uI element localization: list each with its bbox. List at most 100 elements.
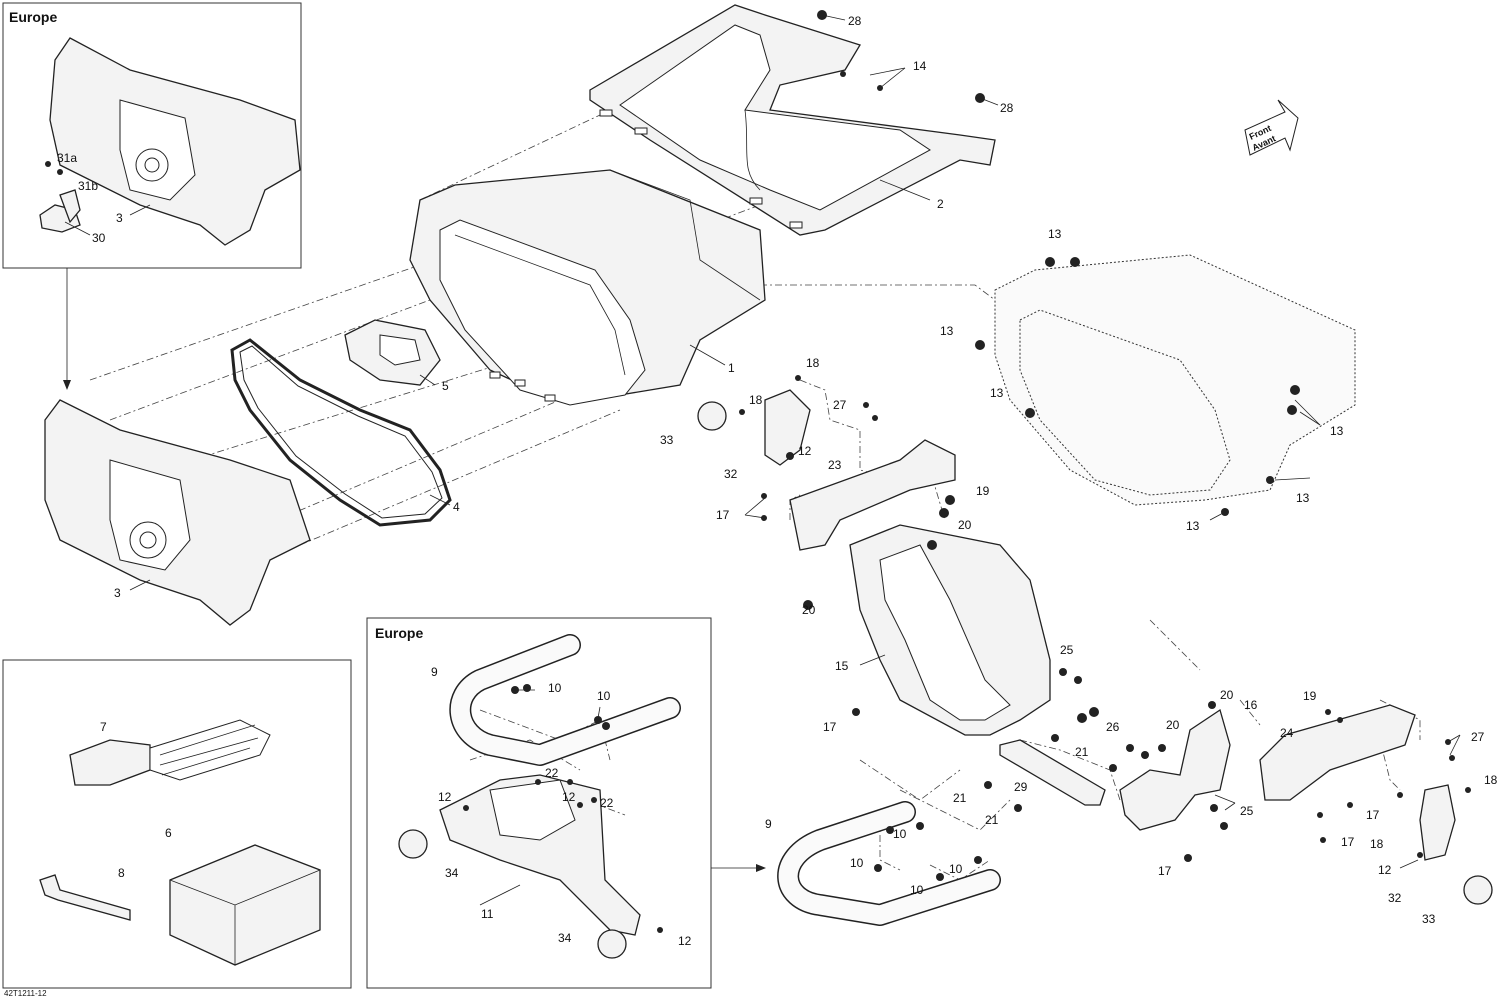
crossbar-23-part [789, 439, 956, 551]
callout-10: 10 [850, 856, 864, 870]
case-6-part [169, 844, 321, 966]
callout-18: 18 [749, 393, 763, 407]
arrows [63, 268, 766, 872]
callout-29: 29 [1014, 780, 1028, 794]
callout-28: 28 [848, 14, 862, 28]
callout-9: 9 [431, 665, 438, 679]
callout-23: 23 [828, 458, 842, 472]
callout-24: 24 [1280, 726, 1294, 740]
callout-21: 21 [953, 791, 967, 805]
callout-28: 28 [1000, 101, 1014, 115]
callout-31b: 31b [78, 179, 98, 193]
fasteners [45, 10, 1471, 933]
callout-4: 4 [453, 500, 460, 514]
mount-15-part [849, 524, 1051, 736]
callout-10: 10 [548, 681, 562, 695]
wrench-8-part [39, 874, 131, 921]
callout-18: 18 [1370, 837, 1384, 851]
storage-box-ghost [994, 254, 1356, 506]
europe-inset-bottom-frame [366, 617, 712, 989]
callout-9: 9 [765, 817, 772, 831]
callout-19: 19 [1303, 689, 1317, 703]
callout-13: 13 [1048, 227, 1062, 241]
europe-inset-top-title: Europe [9, 9, 57, 25]
callout-3: 3 [116, 211, 123, 225]
front-direction-arrow: Front Avant [1244, 99, 1299, 156]
seal-part [230, 338, 452, 527]
callout-25: 25 [1060, 643, 1074, 657]
plate-11-part [398, 774, 641, 959]
callout-19: 19 [976, 484, 990, 498]
crossbar-24-part [1259, 704, 1416, 801]
callout-26: 26 [1106, 720, 1120, 734]
callout-21: 21 [985, 813, 999, 827]
callout-10: 10 [597, 689, 611, 703]
callout-13: 13 [1186, 519, 1200, 533]
callout-20: 20 [1166, 718, 1180, 732]
callout-2: 2 [937, 197, 944, 211]
callout-32: 32 [1388, 891, 1402, 905]
front-cover-europe-part [39, 37, 301, 246]
callout-25: 25 [1240, 804, 1254, 818]
callout-33: 33 [660, 433, 674, 447]
callout-34: 34 [445, 866, 459, 880]
callout-33: 33 [1422, 912, 1436, 926]
accessory-inset-frame [2, 659, 352, 989]
top-tray-part [589, 4, 996, 236]
callout-12: 12 [678, 934, 692, 948]
cap-33-part [697, 401, 1493, 905]
callout-8: 8 [118, 866, 125, 880]
callout-13: 13 [1330, 424, 1344, 438]
callout-12: 12 [438, 790, 452, 804]
callout-10: 10 [949, 862, 963, 876]
callout-17: 17 [1158, 864, 1172, 878]
callout-16: 16 [1244, 698, 1258, 712]
callout-10: 10 [893, 827, 907, 841]
callout-17: 17 [1341, 835, 1355, 849]
europe-inset-top-frame [2, 2, 302, 269]
bracket-16-part [1119, 708, 1231, 831]
callout-31a: 31a [57, 151, 77, 165]
front-cover-part [44, 399, 311, 626]
callout-13: 13 [990, 386, 1004, 400]
callout-17: 17 [823, 720, 837, 734]
callout-6: 6 [165, 826, 172, 840]
callout-1: 1 [728, 361, 735, 375]
callout-11: 11 [481, 907, 494, 921]
callout-3: 3 [114, 586, 121, 600]
callout-12: 12 [798, 444, 812, 458]
callout-34: 34 [558, 931, 572, 945]
callout-10: 10 [910, 883, 924, 897]
callout-30: 30 [92, 231, 106, 245]
callout-32: 32 [724, 467, 738, 481]
callout-27: 27 [1471, 730, 1485, 744]
grab-bar-main-part [777, 801, 1001, 926]
callout-13: 13 [940, 324, 954, 338]
callout-20: 20 [802, 603, 816, 617]
callout-14: 14 [913, 59, 927, 73]
callout-17: 17 [716, 508, 730, 522]
callout-7: 7 [100, 720, 107, 734]
callout-12: 12 [562, 790, 576, 804]
callout-12: 12 [1378, 863, 1392, 877]
callout-21: 21 [1075, 745, 1089, 759]
latch-part [344, 319, 441, 386]
callout-5: 5 [442, 379, 449, 393]
callout-22: 22 [600, 796, 614, 810]
callout-17: 17 [1366, 808, 1380, 822]
callout-18: 18 [1484, 773, 1498, 787]
diagram-code: 42T1211-12 [4, 989, 47, 998]
callout-20: 20 [958, 518, 972, 532]
strap-7-part [69, 719, 271, 786]
callout-13: 13 [1296, 491, 1310, 505]
europe-inset-bottom-title: Europe [375, 625, 423, 641]
grab-bar-europe-part [449, 634, 681, 766]
callout-20: 20 [1220, 688, 1234, 702]
bar-29-part [999, 739, 1106, 806]
callout-15: 15 [835, 659, 849, 673]
callout-22: 22 [545, 766, 559, 780]
callout-labels: 1 2 3 3 4 5 6 7 8 9 9 10 10 10 10 10 10 … [57, 14, 1498, 948]
storage-box-part [409, 169, 766, 406]
leader-lines [64, 14, 1461, 906]
